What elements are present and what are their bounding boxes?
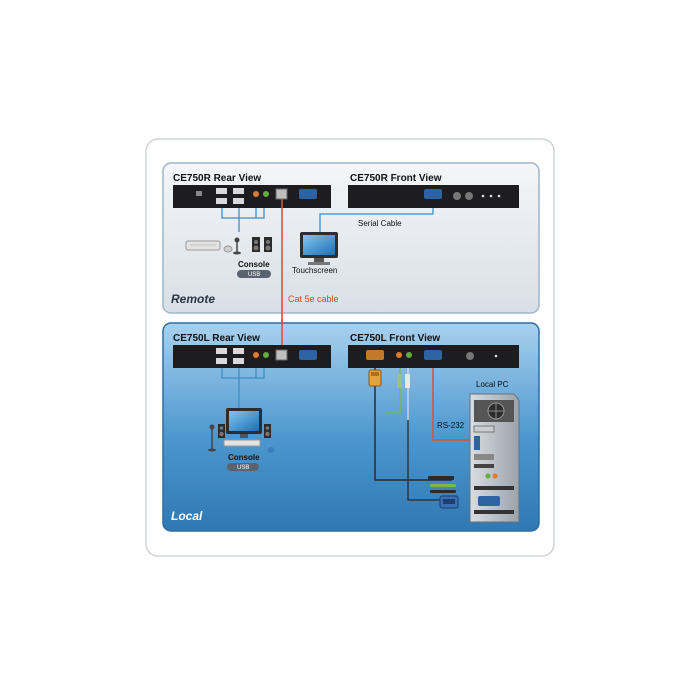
remote-console-wiring: [221, 208, 265, 232]
local-console-computer: [208, 408, 275, 453]
local-pc-label: Local PC: [476, 380, 509, 389]
remote-usb-label: USB: [248, 272, 260, 278]
touchscreen-label: Touchscreen: [292, 266, 337, 275]
local-console-wiring: [221, 368, 265, 408]
remote-usb-badge: [237, 270, 271, 278]
local-usb-label: USB: [237, 465, 249, 471]
local-console-label: Console: [228, 453, 260, 462]
local-section-label: Local: [171, 509, 203, 523]
ce750l-front-device: [348, 345, 519, 368]
rs232-label: RS-232: [437, 421, 465, 430]
local-pc-tower: [469, 393, 520, 523]
serial-cable-label: Serial Cable: [358, 219, 402, 228]
remote-section-label: Remote: [171, 292, 215, 306]
ce750r-rear-device: [173, 185, 331, 208]
cat5e-cable-label: Cat 5e cable: [288, 294, 339, 304]
local-rear-title: CE750L Rear View: [173, 333, 260, 344]
touchscreen-monitor: [300, 232, 338, 265]
remote-rear-title: CE750R Rear View: [173, 173, 261, 184]
vga-connector: [368, 369, 382, 387]
remote-console-peripherals: [185, 237, 272, 255]
local-usb-badge: [227, 463, 259, 471]
ce750r-front-device: [348, 185, 519, 208]
remote-front-title: CE750R Front View: [350, 173, 442, 184]
local-front-title: CE750L Front View: [350, 333, 440, 344]
serial-cable-line: [319, 208, 434, 232]
pc-side-plugs: [428, 476, 459, 509]
remote-console-label: Console: [238, 260, 270, 269]
audio-plugs: [397, 374, 410, 388]
ce750l-rear-device: [173, 345, 331, 368]
